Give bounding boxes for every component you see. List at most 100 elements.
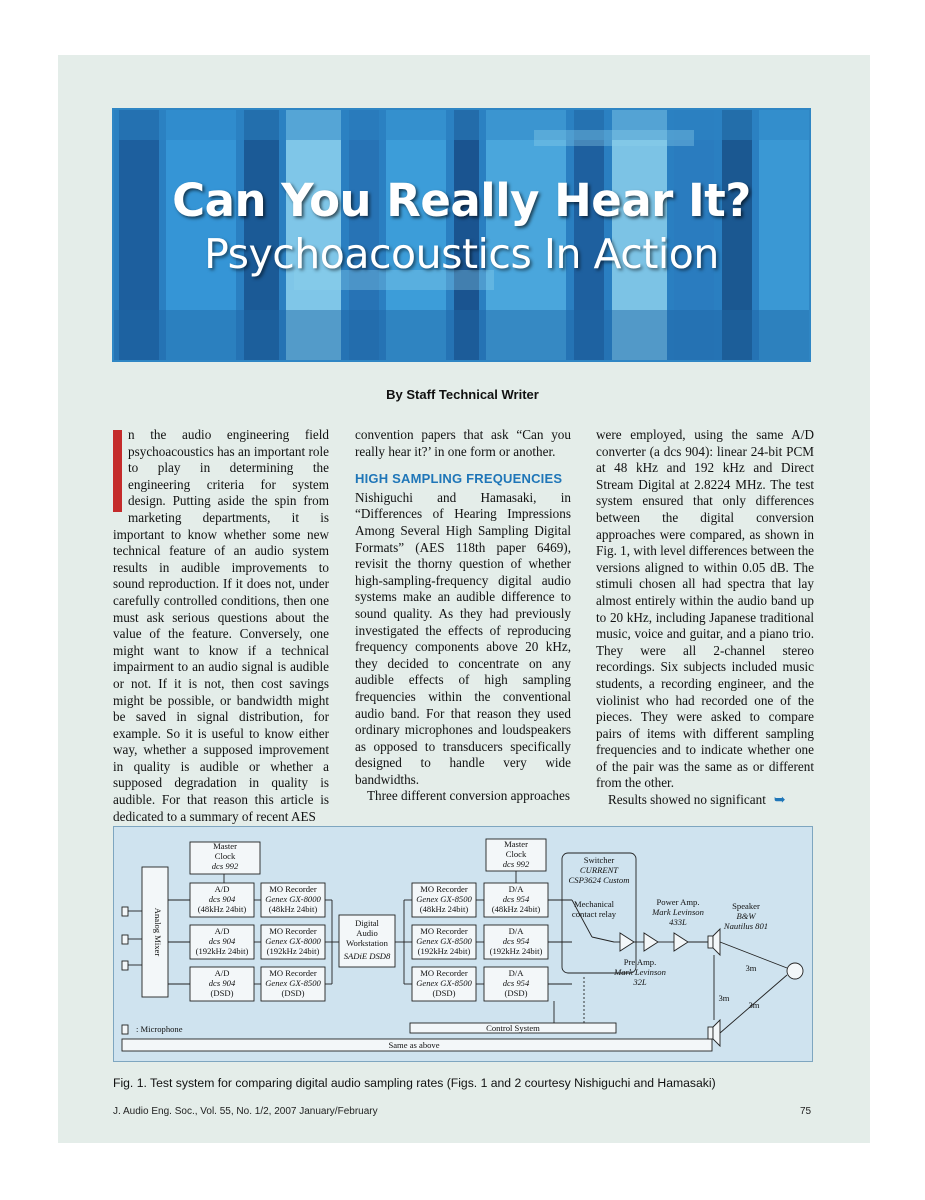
svg-text:Audio: Audio bbox=[356, 928, 377, 938]
da-2-label: D/A bbox=[509, 926, 525, 936]
da-box-1 bbox=[483, 882, 549, 918]
figure-caption: Fig. 1. Test system for comparing digita… bbox=[113, 1076, 716, 1090]
svg-text:dcs 992: dcs 992 bbox=[212, 861, 239, 871]
column-2-tail: Three different conversion approaches bbox=[367, 788, 570, 804]
svg-text:Nautilus 801: Nautilus 801 bbox=[723, 921, 768, 931]
text-column-2: convention papers that ask “Can you real… bbox=[355, 427, 571, 805]
svg-text:Genex GX-8500: Genex GX-8500 bbox=[416, 978, 472, 988]
workstation-label: Digital bbox=[355, 918, 379, 928]
speaker-icon bbox=[707, 1026, 714, 1040]
microphone-icon bbox=[121, 906, 129, 917]
title-banner: Can You Really Hear It? Psychoacoustics … bbox=[112, 108, 811, 362]
section-heading: HIGH SAMPLING FREQUENCIES bbox=[355, 471, 563, 487]
master-clock-left-box bbox=[189, 841, 261, 875]
listener-head-icon bbox=[786, 962, 804, 980]
mo-right-box-2 bbox=[411, 924, 477, 960]
mo-left-1-label: MO Recorder bbox=[269, 884, 317, 894]
mixer-label: Analog Mixer bbox=[153, 908, 163, 957]
analog-mixer-box bbox=[141, 866, 169, 998]
continued-arrow-icon: ➥ bbox=[773, 792, 786, 809]
ad-1-label: A/D bbox=[215, 884, 230, 894]
ad-2-label: A/D bbox=[215, 926, 230, 936]
mo-left-box-1 bbox=[260, 882, 326, 918]
svg-text:32L: 32L bbox=[632, 977, 647, 987]
svg-text:(DSD): (DSD) bbox=[211, 988, 234, 998]
svg-text:Clock: Clock bbox=[215, 851, 236, 861]
svg-text:(192kHz 24bit): (192kHz 24bit) bbox=[267, 946, 320, 956]
svg-text:(192kHz 24bit): (192kHz 24bit) bbox=[196, 946, 249, 956]
text-column-3: were employed, using the same A/D conver… bbox=[596, 427, 814, 809]
power-amp-triangle-2 bbox=[673, 932, 689, 952]
relay-label: Mechanical bbox=[574, 899, 615, 909]
svg-text:433L: 433L bbox=[669, 917, 687, 927]
control-system-label: Control System bbox=[486, 1023, 540, 1033]
svg-text:CURRENT: CURRENT bbox=[580, 865, 619, 875]
speaker-cone-icon bbox=[712, 927, 721, 957]
svg-text:(48kHz 24bit): (48kHz 24bit) bbox=[198, 904, 247, 914]
svg-text:dcs 904: dcs 904 bbox=[209, 894, 236, 904]
microphone-legend-icon bbox=[121, 1024, 129, 1035]
svg-text:Genex GX-8500: Genex GX-8500 bbox=[416, 936, 472, 946]
byline: By Staff Technical Writer bbox=[386, 387, 539, 402]
control-system-box bbox=[409, 1022, 617, 1034]
mo-right-3-label: MO Recorder bbox=[420, 968, 468, 978]
pre-amp-label: Pre Amp. bbox=[624, 957, 656, 967]
svg-text:B&W: B&W bbox=[736, 911, 756, 921]
master-clock-right-label: Master bbox=[504, 839, 528, 849]
mo-right-2-label: MO Recorder bbox=[420, 926, 468, 936]
svg-text:dcs 954: dcs 954 bbox=[503, 894, 530, 904]
svg-text:Genex GX-8000: Genex GX-8000 bbox=[265, 936, 321, 946]
svg-text:(DSD): (DSD) bbox=[505, 988, 528, 998]
svg-text:(192kHz 24bit): (192kHz 24bit) bbox=[490, 946, 543, 956]
svg-text:(DSD): (DSD) bbox=[433, 988, 456, 998]
svg-text:SADiE DSD8: SADiE DSD8 bbox=[344, 951, 391, 961]
svg-text:(48kHz 24bit): (48kHz 24bit) bbox=[420, 904, 469, 914]
speaker-icon bbox=[707, 935, 714, 949]
svg-text:dcs 954: dcs 954 bbox=[503, 978, 530, 988]
master-clock-right-box bbox=[485, 838, 547, 872]
microphone-icon bbox=[121, 960, 129, 971]
svg-text:dcs 904: dcs 904 bbox=[209, 936, 236, 946]
mo-left-2-label: MO Recorder bbox=[269, 926, 317, 936]
svg-text:Genex GX-8500: Genex GX-8500 bbox=[416, 894, 472, 904]
distance-label-c: 3m bbox=[749, 1000, 760, 1010]
column-2-body: Nishiguchi and Hamasaki, in “Differences… bbox=[355, 489, 571, 787]
svg-text:Workstation: Workstation bbox=[346, 938, 388, 948]
svg-text:contact relay: contact relay bbox=[572, 909, 617, 919]
banner-texture bbox=[114, 110, 809, 360]
page-number: 75 bbox=[800, 1106, 812, 1117]
microphone-icon bbox=[121, 934, 129, 945]
microphone-legend: : Microphone bbox=[136, 1024, 183, 1034]
svg-text:dcs 904: dcs 904 bbox=[209, 978, 236, 988]
article-title: Can You Really Hear It? bbox=[172, 174, 751, 227]
svg-text:dcs 992: dcs 992 bbox=[503, 859, 530, 869]
workstation-box bbox=[338, 914, 396, 968]
svg-text:CSP3624 Custom: CSP3624 Custom bbox=[569, 875, 630, 885]
same-as-above-bar bbox=[121, 1038, 713, 1052]
svg-text:Genex GX-8000: Genex GX-8000 bbox=[265, 894, 321, 904]
article-subtitle: Psychoacoustics In Action bbox=[204, 230, 719, 278]
svg-text:dcs 954: dcs 954 bbox=[503, 936, 530, 946]
svg-text:Genex GX-8500: Genex GX-8500 bbox=[265, 978, 321, 988]
svg-text:(DSD): (DSD) bbox=[282, 988, 305, 998]
master-clock-left-label: Master bbox=[213, 841, 237, 851]
svg-text:(192kHz 24bit): (192kHz 24bit) bbox=[418, 946, 471, 956]
ad-box-3 bbox=[189, 966, 255, 1002]
ad-3-label: A/D bbox=[215, 968, 230, 978]
svg-text:Clock: Clock bbox=[506, 849, 527, 859]
drop-cap-letter: I bbox=[113, 430, 122, 512]
speaker-cone-icon bbox=[712, 1018, 721, 1048]
mo-right-box-3 bbox=[411, 966, 477, 1002]
power-amp-triangle-1 bbox=[643, 932, 659, 952]
column-3-body: were employed, using the same A/D conver… bbox=[596, 427, 815, 791]
same-as-above-label: Same as above bbox=[388, 1040, 439, 1050]
da-1-label: D/A bbox=[509, 884, 525, 894]
pre-amp-triangle bbox=[619, 932, 635, 952]
mo-right-box-1 bbox=[411, 882, 477, 918]
svg-text:Mark Levinson: Mark Levinson bbox=[613, 967, 666, 977]
distance-label-b: 3m bbox=[719, 993, 730, 1003]
svg-text:(48kHz 24bit): (48kHz 24bit) bbox=[492, 904, 541, 914]
switcher-box bbox=[561, 852, 637, 974]
svg-text:Mark Levinson: Mark Levinson bbox=[651, 907, 704, 917]
